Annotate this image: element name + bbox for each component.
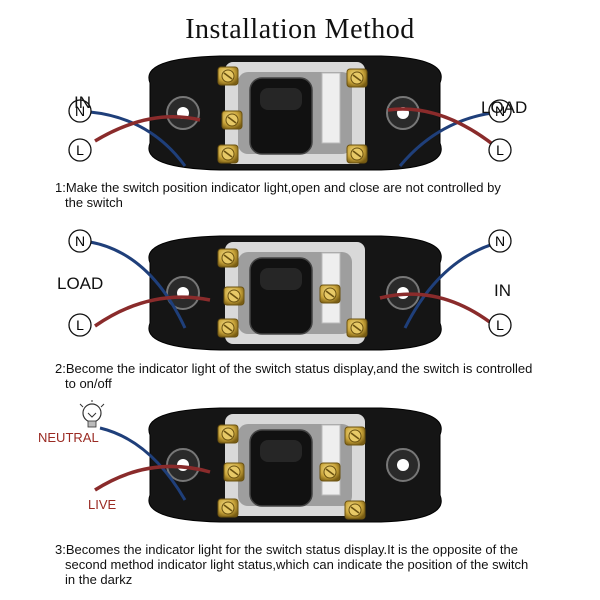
label-live-3: LIVE [88, 497, 117, 512]
terminal-n-right-1: N [495, 103, 505, 119]
terminal-l-left-2: L [76, 317, 84, 333]
switch-wiring-diagram-3 [79, 400, 443, 523]
label-load-2: LOAD [57, 274, 104, 293]
caption-3-line-1: 3:Becomes the indicator light for the sw… [55, 542, 518, 557]
terminal-l-right-2: L [496, 317, 504, 333]
terminal-l-left-1: L [76, 142, 84, 158]
terminal-n-left-1: N [75, 103, 85, 119]
terminal-n-left-2: N [75, 233, 85, 249]
caption-1-line-2: the switch [65, 195, 123, 210]
caption-2-line-1: 2:Become the indicator light of the swit… [55, 361, 533, 376]
switch-wiring-diagram-2: N L N L [68, 229, 512, 351]
caption-1-line-1: 1:Make the switch position indicator lig… [55, 180, 501, 195]
terminal-l-right-1: L [496, 142, 504, 158]
terminal-n-right-2: N [495, 233, 505, 249]
caption-3: 3:Becomes the indicator light for the sw… [55, 542, 595, 587]
label-neutral-3: NEUTRAL [38, 430, 99, 445]
caption-2-line-2: to on/off [65, 376, 112, 391]
diagram-panel-3: NEUTRAL LIVE 3:Becomes the indicator lig… [0, 400, 600, 600]
caption-1: 1:Make the switch position indicator lig… [55, 180, 595, 210]
label-load-1: LOAD [481, 98, 528, 117]
caption-3-line-3: in the darkz [65, 572, 133, 587]
bulb-icon [79, 400, 105, 428]
caption-3-line-2: second method indicator light status,whi… [65, 557, 529, 572]
caption-2: 2:Become the indicator light of the swit… [55, 361, 595, 391]
diagram-panel-2: N L N L LOAD IN 2:Become the indicator l… [0, 228, 600, 398]
switch-wiring-diagram-1: N L N L [68, 55, 512, 171]
page-title: Installation Method [185, 14, 415, 45]
label-in-1: IN [74, 93, 91, 112]
label-in-2: IN [494, 281, 511, 300]
diagram-panel-1: N L N L IN LOAD 1:Make the switch positi… [0, 48, 600, 218]
